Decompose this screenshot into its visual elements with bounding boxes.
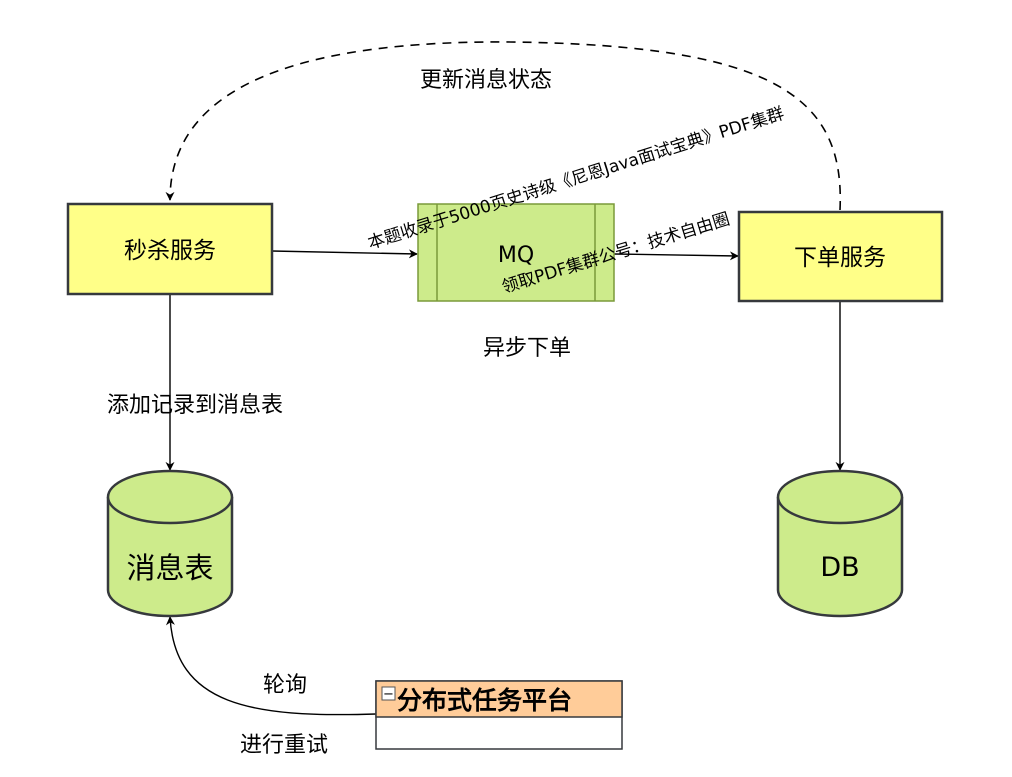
db-body xyxy=(776,497,904,618)
seckill-service-node[interactable]: 秒杀服务 xyxy=(66,202,274,296)
edge-label-add-record: 添加记录到消息表 xyxy=(107,393,283,418)
task-platform-node[interactable]: − 分布式任务平台 xyxy=(375,680,623,750)
task-platform-title: 分布式任务平台 xyxy=(397,686,572,715)
message-table-node[interactable]: 消息表 xyxy=(106,469,234,618)
edge-mq-to-order xyxy=(613,251,739,261)
db-node[interactable]: DB xyxy=(776,469,904,618)
edge-label-retry: 进行重试 xyxy=(240,733,328,758)
order-service-node[interactable]: 下单服务 xyxy=(737,210,944,303)
edge-platform-to-message-table xyxy=(165,616,377,716)
edge-update-status xyxy=(165,41,842,211)
seckill-service-label: 秒杀服务 xyxy=(124,238,216,264)
seckill-service-box xyxy=(66,202,274,296)
edge-label-async-order: 异步下单 xyxy=(483,336,571,361)
message-table-label: 消息表 xyxy=(126,551,213,585)
message-table-top xyxy=(106,469,234,525)
edge-seckill-to-mq xyxy=(271,249,418,259)
mq-label: MQ xyxy=(498,243,534,268)
db-top xyxy=(776,469,904,525)
collapse-icon-glyph: − xyxy=(383,687,394,702)
mq-box xyxy=(417,203,615,302)
task-platform-header xyxy=(375,680,623,718)
edge-label-poll: 轮询 xyxy=(263,673,307,698)
message-table-body xyxy=(106,497,234,618)
order-service-label: 下单服务 xyxy=(794,245,886,271)
db-label: DB xyxy=(820,552,859,583)
edge-label-update-status: 更新消息状态 xyxy=(420,68,552,93)
collapse-icon[interactable] xyxy=(381,686,396,701)
order-service-box xyxy=(737,210,944,303)
mq-node[interactable]: MQ xyxy=(417,203,615,302)
